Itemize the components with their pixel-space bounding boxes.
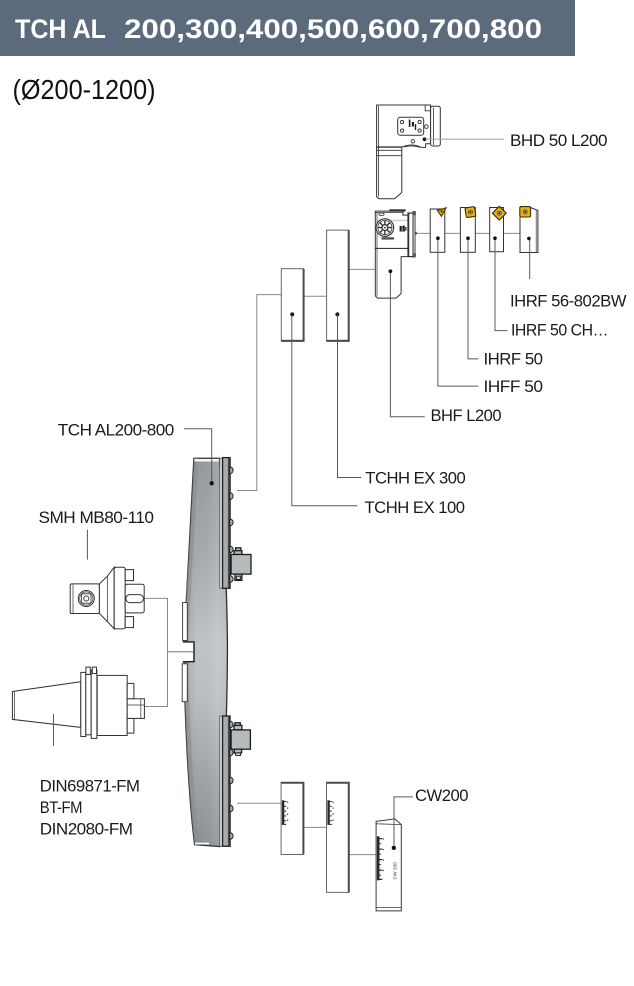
svg-text:BHD 50 L200: BHD 50 L200 xyxy=(510,131,607,150)
svg-text:TCH AL200-800: TCH AL200-800 xyxy=(58,421,174,440)
svg-text:IHRF 56-802BW: IHRF 56-802BW xyxy=(510,292,626,311)
svg-text:CW 200: CW 200 xyxy=(392,862,398,880)
svg-text:BHF L200: BHF L200 xyxy=(431,406,502,425)
svg-text:CW200: CW200 xyxy=(415,786,468,805)
svg-text:IHFF 50: IHFF 50 xyxy=(484,377,543,396)
svg-text:TCH AL: TCH AL xyxy=(15,14,106,44)
svg-text:DIN2080-FM: DIN2080-FM xyxy=(40,820,133,839)
svg-text:200,300,400,500,600,700,800: 200,300,400,500,600,700,800 xyxy=(124,14,542,44)
svg-text:TCHH EX 300: TCHH EX 300 xyxy=(365,469,465,488)
svg-text:(Ø200-1200): (Ø200-1200) xyxy=(13,74,156,105)
svg-text:DIN69871-FM: DIN69871-FM xyxy=(40,777,140,796)
svg-text:IHRF 50: IHRF 50 xyxy=(484,350,543,369)
svg-text:SMH MB80-110: SMH MB80-110 xyxy=(39,508,154,527)
svg-text:BT-FM: BT-FM xyxy=(40,798,82,817)
svg-text:IHRF 50 CH…: IHRF 50 CH… xyxy=(511,320,608,339)
svg-text:TCHH EX 100: TCHH EX 100 xyxy=(365,498,465,517)
